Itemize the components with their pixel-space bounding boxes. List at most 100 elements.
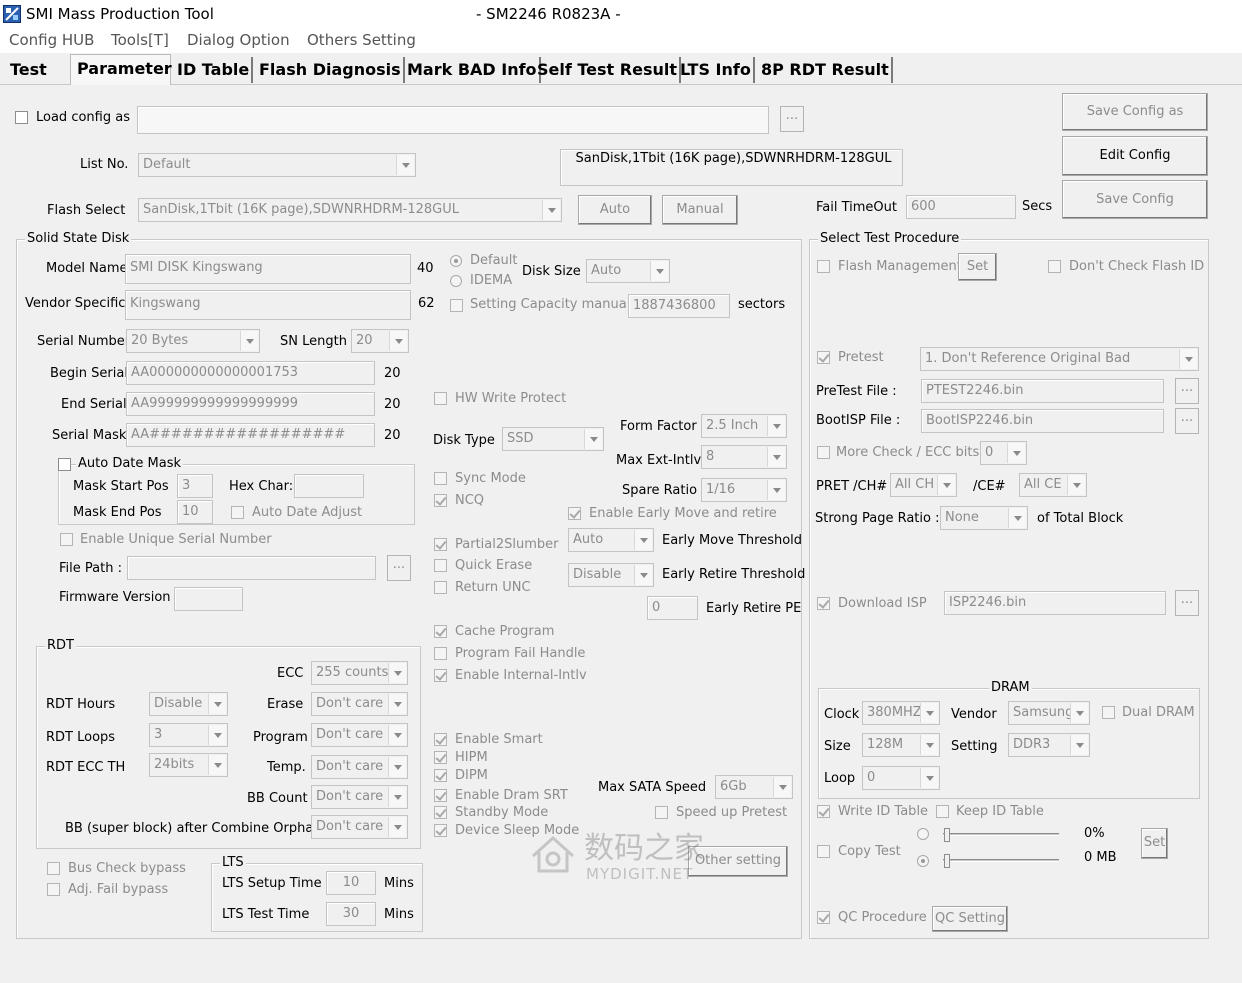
tab-parameter[interactable]: Parameter	[70, 54, 172, 85]
edit-config-button[interactable]: Edit Config	[1062, 136, 1208, 176]
pretest-file-browse-button[interactable]: ...	[1175, 378, 1199, 404]
setting-capacity-checkbox[interactable]	[450, 299, 463, 312]
lts-test-time-input[interactable]: 30	[326, 902, 376, 926]
disk-type-select[interactable]: SSD	[502, 427, 604, 451]
dram-loop-select[interactable]: 0	[862, 766, 940, 790]
isp-file-browse-button[interactable]: ...	[1175, 590, 1199, 616]
early-retire-threshold-select[interactable]: Disable	[568, 563, 654, 587]
max-ext-intlv-select[interactable]: 8	[701, 445, 787, 469]
serial-mask-input[interactable]: AA##################	[126, 423, 375, 447]
auto-date-adjust-checkbox[interactable]	[231, 506, 244, 519]
auto-button[interactable]: Auto	[578, 195, 652, 225]
capacity-input[interactable]: 1887436800	[628, 294, 730, 318]
flash-management-checkbox[interactable]	[817, 260, 830, 273]
copy-percent-slider-track[interactable]	[943, 833, 1059, 836]
default-radio[interactable]	[450, 255, 462, 267]
download-isp-checkbox[interactable]	[817, 597, 830, 610]
tab-test[interactable]: Test	[10, 60, 47, 79]
ce-select[interactable]: All CE	[1019, 473, 1087, 497]
copy-mb-radio[interactable]	[917, 855, 929, 867]
copy-mb-slider-track[interactable]	[943, 859, 1059, 862]
file-path-input[interactable]	[127, 556, 376, 580]
manual-button[interactable]: Manual	[662, 195, 738, 225]
save-config-as-button[interactable]: Save Config as	[1062, 93, 1208, 131]
rdt-bb-count-select[interactable]: Don't care	[311, 785, 408, 809]
pretest-file-input[interactable]: PTEST2246.bin	[921, 379, 1164, 403]
ncq-checkbox[interactable]	[434, 494, 447, 507]
sync-mode-checkbox[interactable]	[434, 472, 447, 485]
load-config-path[interactable]	[137, 106, 769, 134]
rdt-program-select[interactable]: Don't care	[311, 723, 408, 747]
write-id-table-checkbox[interactable]	[817, 805, 830, 818]
dual-dram-checkbox[interactable]	[1102, 706, 1115, 719]
lts-setup-time-input[interactable]: 10	[326, 871, 376, 895]
partial2slumber-checkbox[interactable]	[434, 538, 447, 551]
strong-page-ratio-select[interactable]: None	[940, 506, 1028, 530]
rdt-erase-select[interactable]: Don't care	[311, 692, 408, 716]
rdt-bb-orphan-select[interactable]: Don't care	[311, 815, 408, 839]
enable-internal-intlv-checkbox[interactable]	[434, 669, 447, 682]
pret-ch-select[interactable]: All CH	[890, 473, 957, 497]
return-unc-checkbox[interactable]	[434, 581, 447, 594]
pretest-checkbox[interactable]	[817, 351, 830, 364]
dram-size-select[interactable]: 128M	[862, 733, 940, 757]
bootisp-file-browse-button[interactable]: ...	[1175, 408, 1199, 434]
dram-clock-select[interactable]: 380MHZ	[862, 701, 940, 725]
copy-test-set-button[interactable]: Set	[1141, 828, 1168, 859]
mask-start-pos-input[interactable]: 3	[177, 474, 213, 498]
keep-id-table-checkbox[interactable]	[936, 805, 949, 818]
auto-date-mask-checkbox[interactable]	[58, 458, 71, 471]
end-serial-input[interactable]: AA999999999999999999	[126, 392, 375, 416]
device-sleep-checkbox[interactable]	[434, 824, 447, 837]
spare-ratio-select[interactable]: 1/16	[701, 478, 787, 502]
dram-vendor-select[interactable]: Samsung	[1008, 701, 1090, 725]
menu-others-setting[interactable]: Others Setting	[307, 31, 416, 49]
program-fail-handle-checkbox[interactable]	[434, 647, 447, 660]
copy-percent-slider-thumb[interactable]	[944, 828, 950, 842]
fail-timeout-input[interactable]: 600	[906, 195, 1016, 219]
idema-radio[interactable]	[450, 275, 462, 287]
bus-check-bypass-checkbox[interactable]	[47, 862, 60, 875]
hipm-checkbox[interactable]	[434, 751, 447, 764]
dont-check-flash-id-checkbox[interactable]	[1048, 260, 1061, 273]
serial-number-select[interactable]: 20 Bytes	[126, 329, 260, 353]
rdt-temp-select[interactable]: Don't care	[311, 755, 408, 779]
load-config-browse-button[interactable]: ...	[780, 106, 804, 132]
menu-dialog-option[interactable]: Dialog Option	[187, 31, 290, 49]
hw-write-protect-checkbox[interactable]	[434, 392, 447, 405]
tab-id-table[interactable]: ID Table	[175, 57, 254, 83]
early-move-retire-checkbox[interactable]	[568, 507, 581, 520]
list-no-select[interactable]: Default	[138, 153, 416, 177]
pretest-mode-select[interactable]: 1. Don't Reference Original Bad	[920, 347, 1199, 371]
early-retire-pe-input[interactable]: 0	[647, 596, 698, 620]
qc-setting-button[interactable]: QC Setting	[932, 906, 1008, 932]
copy-percent-radio[interactable]	[917, 828, 929, 840]
other-setting-button[interactable]: Other setting	[688, 846, 788, 877]
quick-erase-checkbox[interactable]	[434, 559, 447, 572]
tab-lts-info[interactable]: LTS Info	[678, 57, 755, 83]
rdt-ecc-th-select[interactable]: 24bits	[149, 753, 228, 777]
mask-end-pos-input[interactable]: 10	[177, 500, 213, 524]
rdt-ecc-select[interactable]: 255 counts	[311, 661, 408, 685]
copy-mb-slider-thumb[interactable]	[944, 854, 950, 868]
vendor-specific-input[interactable]: Kingswang	[125, 290, 411, 320]
early-move-threshold-select[interactable]: Auto	[568, 528, 654, 552]
copy-test-checkbox[interactable]	[817, 845, 830, 858]
hex-char-input[interactable]	[294, 474, 364, 498]
more-check-select[interactable]: 0	[980, 441, 1027, 465]
flash-management-set-button[interactable]: Set	[958, 253, 997, 281]
sn-length-select[interactable]: 20	[351, 329, 409, 353]
tab-8p-rdt-result[interactable]: 8P RDT Result	[759, 57, 893, 83]
bootisp-file-input[interactable]: BootISP2246.bin	[921, 409, 1164, 433]
form-factor-select[interactable]: 2.5 Inch	[701, 414, 787, 438]
dipm-checkbox[interactable]	[434, 769, 447, 782]
tab-self-test-result[interactable]: Self Test Result	[535, 57, 681, 83]
rdt-loops-select[interactable]: 3	[149, 723, 228, 747]
unique-serial-checkbox[interactable]	[60, 533, 73, 546]
flash-select-dropdown[interactable]: SanDisk,1Tbit (16K page),SDWNRHDRM-128GU…	[138, 198, 562, 222]
speed-up-pretest-checkbox[interactable]	[655, 806, 668, 819]
more-check-checkbox[interactable]	[817, 446, 830, 459]
max-sata-speed-select[interactable]: 6Gb	[715, 775, 793, 799]
dram-setting-select[interactable]: DDR3	[1008, 733, 1090, 757]
file-path-browse-button[interactable]: ...	[387, 555, 411, 581]
